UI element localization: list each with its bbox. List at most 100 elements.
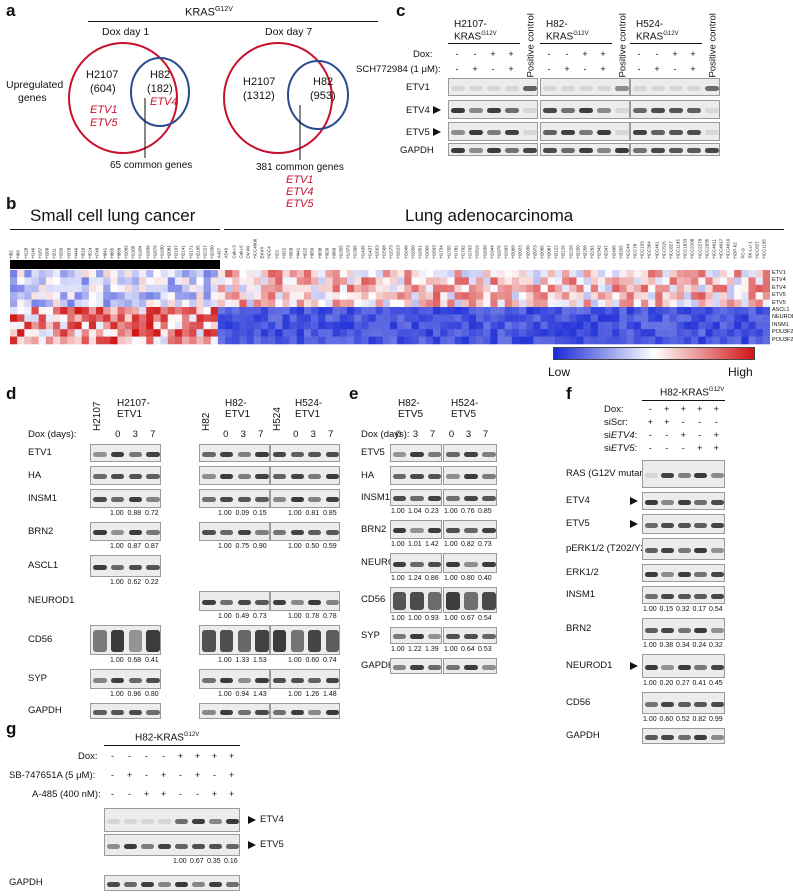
heatmap-cell (648, 270, 656, 278)
heatmap-sample-label: DV-90 (245, 245, 251, 259)
heatmap-cell (741, 299, 749, 308)
heatmap-cell (425, 292, 434, 300)
heatmap-cell (110, 299, 118, 308)
band (446, 496, 460, 501)
heatmap-cell (562, 307, 570, 315)
heatmap-cell (576, 314, 584, 323)
band (644, 701, 658, 707)
heatmap-cell (712, 314, 721, 323)
band (446, 528, 460, 533)
heatmap-cell (404, 277, 412, 286)
heatmap-cell (96, 299, 104, 308)
g-sign: - (162, 751, 165, 761)
band (482, 561, 496, 567)
heatmap-cell (31, 299, 39, 308)
heatmap-cell (182, 284, 190, 293)
heatmap-cell (576, 307, 584, 315)
band (393, 451, 407, 457)
heatmap-cell (382, 314, 391, 323)
f-sign: + (664, 404, 670, 414)
band (393, 528, 407, 533)
heatmap-cell (167, 292, 176, 300)
heatmap-cell (576, 270, 584, 278)
panel-d-quant: 1.00 (218, 543, 232, 550)
venn-side-label-1: Upregulated (6, 79, 64, 91)
heatmap-cell (619, 277, 627, 286)
band (464, 451, 478, 457)
heatmap-cell (182, 277, 190, 286)
heatmap-cell (562, 284, 570, 293)
band (128, 677, 143, 683)
band (146, 530, 160, 535)
f-sign: - (698, 417, 702, 427)
band (597, 85, 611, 91)
heatmap-cell (146, 329, 154, 337)
heatmap-cell (583, 299, 592, 308)
heatmap-cell (289, 329, 298, 337)
heatmap-cell (655, 277, 663, 286)
panel-d-quant: 0.68 (127, 657, 142, 664)
heatmap-cell (103, 307, 111, 315)
heatmap-cell (683, 336, 692, 345)
heatmap-cell (282, 292, 290, 300)
panel-d-quant: 1.33 (235, 657, 250, 664)
heatmap-cell (282, 307, 290, 315)
f-sign: + (713, 404, 719, 414)
panel-e-blot-ha (390, 466, 442, 485)
heatmap-cell (174, 277, 183, 286)
band (677, 547, 691, 553)
venn-day1-etv4: ETV4 (150, 96, 178, 108)
band (110, 709, 125, 715)
g-sign: - (145, 770, 148, 780)
f-arrow-etv5 (630, 520, 638, 528)
f-cond-text: siScr: (604, 417, 628, 428)
heatmap-cell (303, 277, 312, 286)
band (255, 599, 269, 605)
band (202, 709, 216, 715)
f-sign: + (697, 443, 703, 453)
heatmap-cell (719, 299, 728, 308)
heatmap-cell (361, 307, 369, 315)
heatmap-cell (397, 277, 405, 286)
venn-day1-h2107-count: (604) (90, 83, 116, 95)
heatmap-gene-etv5: ETV5 (772, 292, 786, 299)
heatmap-cell (734, 277, 742, 286)
band (290, 677, 304, 683)
heatmap-cell (719, 277, 728, 286)
heatmap-cell (268, 284, 276, 293)
heatmap-cell (253, 299, 262, 308)
panel-d-quant: 0.74 (323, 657, 337, 664)
heatmap-cell (476, 314, 484, 323)
band (579, 85, 593, 91)
heatmap-cell (698, 321, 706, 330)
heatmap-cell (296, 307, 305, 315)
heatmap-cell (174, 307, 183, 315)
heatmap-cell (318, 277, 326, 286)
heatmap-cell (253, 284, 262, 293)
band (464, 664, 478, 670)
panel-d-quant: 1.00 (110, 543, 124, 550)
band (446, 634, 460, 639)
heatmap-cell (239, 321, 247, 330)
heatmap-cell (519, 292, 527, 300)
band (255, 451, 269, 457)
band (451, 85, 465, 91)
heatmap-cell (225, 307, 233, 315)
heatmap-cell (676, 292, 685, 300)
heatmap-cell (53, 284, 61, 293)
panel-e-quant: 1.42 (425, 541, 439, 548)
heatmap-cell (490, 299, 498, 308)
heatmap-cell (260, 284, 269, 293)
heatmap-cell (755, 336, 764, 345)
band (308, 497, 322, 502)
f-cond-label-2: siETV4: (604, 431, 637, 441)
heatmap-cell (390, 314, 398, 323)
heatmap-cell (88, 321, 97, 330)
panel-d-blot-syp (199, 669, 270, 689)
c-sch-sign: + (564, 64, 570, 74)
band (192, 881, 205, 887)
heatmap-cell (676, 314, 685, 323)
heatmap-cell (576, 277, 584, 286)
heatmap-cell (476, 329, 484, 337)
heatmap-cell (339, 336, 348, 345)
